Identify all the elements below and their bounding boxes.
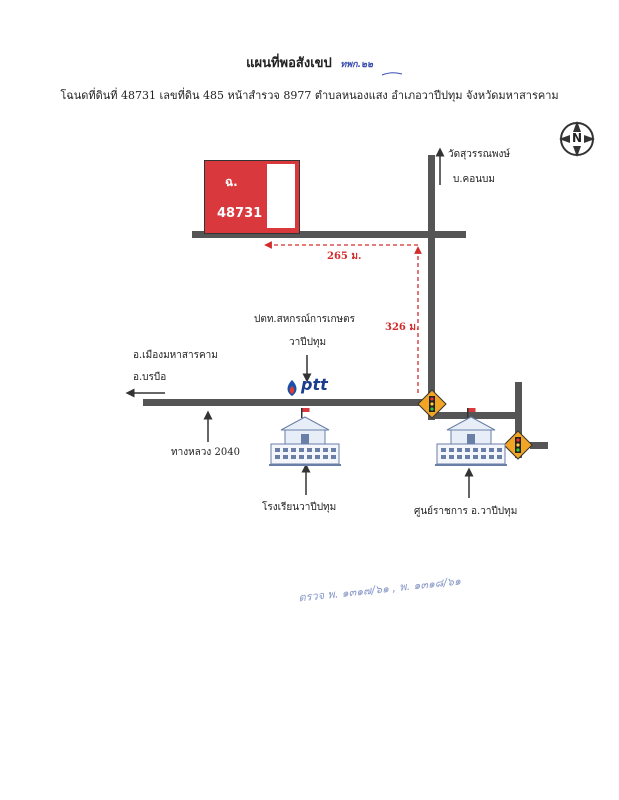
title-text: แผนที่พอสังเขป <box>246 56 332 71</box>
school-label: โรงเรียนวาปีปทุม <box>262 502 337 513</box>
government-building-icon <box>435 408 507 466</box>
to-city-label: อ.เมืองมหาสารคาม <box>133 350 218 361</box>
coop-label-line1: ปตท.สหกรณ์การเกษตร <box>254 314 355 325</box>
ptt-logo-text: ptt <box>301 375 328 394</box>
village-label: บ.คอนบม <box>453 174 495 185</box>
land-plot: ฉ. 48731 <box>204 160 300 234</box>
main-vertical-road <box>428 155 435 420</box>
district-office-label: ศูนย์ราชการ อ.วาปีปทุม <box>414 506 518 517</box>
map-title: แผนที่พอสังเขป ทพก.๒๒ <box>0 52 619 73</box>
right-stub-road <box>530 442 548 449</box>
to-borabue-label: อ.บรบือ <box>133 372 167 383</box>
traffic-light-icon <box>503 430 533 460</box>
compass: N <box>556 118 598 160</box>
ptt-flame-icon <box>287 380 297 396</box>
highway-label: ทางหลวง 2040 <box>171 447 240 458</box>
map-subtitle: โฉนดที่ดินที่ 48731 เลขที่ดิน 485 หน้าสำ… <box>60 89 559 102</box>
lower-road <box>428 412 520 419</box>
plot-label-top: ฉ. <box>225 175 238 189</box>
plot-blank-area <box>267 164 295 228</box>
temple-label: วัดสุวรรณพงษ์ <box>448 149 510 160</box>
vertical-distance-label: 326 ม. <box>385 322 420 333</box>
right-vertical-road <box>515 382 522 458</box>
horizontal-distance-label: 265 ม. <box>327 251 362 262</box>
handwritten-stroke <box>381 72 403 76</box>
highway-road <box>143 399 435 406</box>
plot-number: 48731 <box>217 206 263 221</box>
north-label: N <box>571 131 583 145</box>
school-building-icon <box>269 408 341 466</box>
traffic-light-icon <box>417 389 447 419</box>
compass-icon <box>559 121 595 157</box>
handwritten-mark: ทพก.๒๒ <box>340 60 373 70</box>
coop-label-line2: วาปีปทุม <box>289 337 327 348</box>
upper-road <box>192 231 466 238</box>
